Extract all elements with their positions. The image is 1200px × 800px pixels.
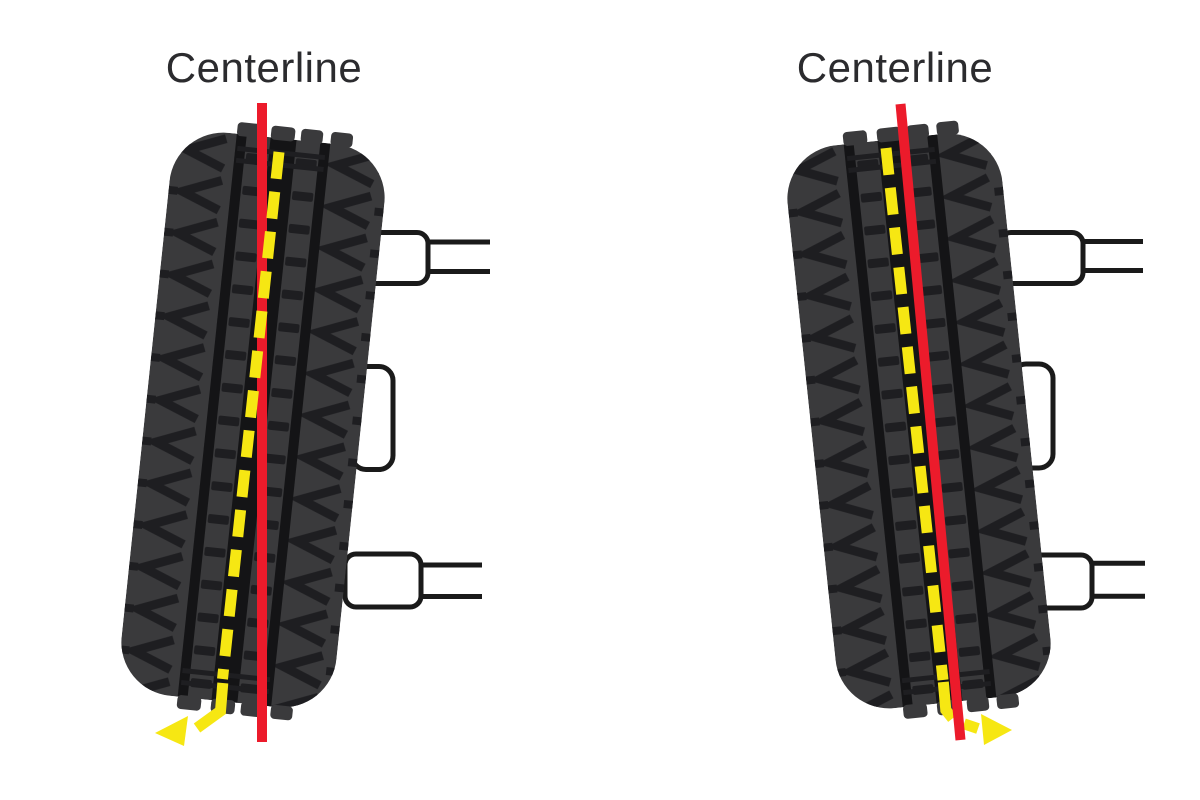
toe-arrowhead-left xyxy=(155,716,188,746)
toe-direction-line-right xyxy=(880,147,1012,745)
centerline-red-line-right xyxy=(895,103,966,741)
toe-line-dash-right xyxy=(962,718,980,734)
upper-control-arm-right xyxy=(997,230,1143,286)
centerline-label-left: Centerline xyxy=(165,44,363,91)
toe-direction-line-left xyxy=(155,151,285,746)
toe-line-corner-left xyxy=(193,682,229,733)
toe-line-corner-right xyxy=(937,681,957,722)
lower-bracket-left xyxy=(342,551,424,610)
tire-right xyxy=(781,116,1057,725)
upper-bracket-right xyxy=(997,230,1086,286)
toe-arrowhead-right xyxy=(981,714,1012,745)
lower-control-arm-left xyxy=(342,551,482,610)
tire-left xyxy=(115,115,391,724)
toe-dashed-line-right xyxy=(880,147,949,681)
centerline-label-right: Centerline xyxy=(796,44,994,91)
toe-dashed-line-left xyxy=(217,151,285,680)
